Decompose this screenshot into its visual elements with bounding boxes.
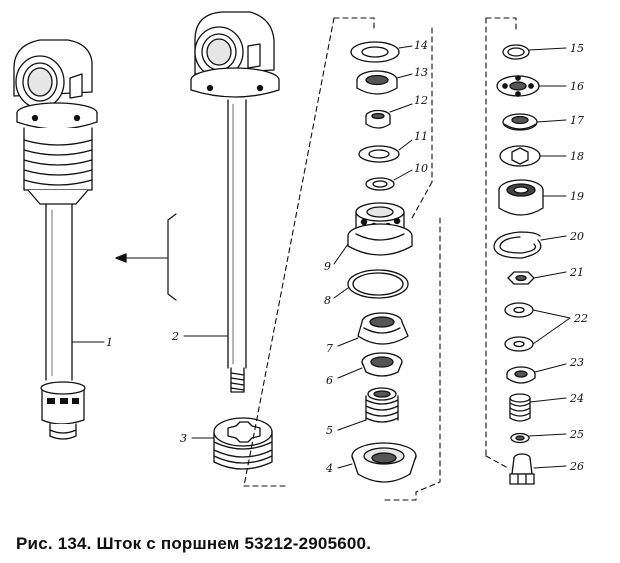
part-24-spring xyxy=(509,393,567,422)
callout-7: 7 xyxy=(326,342,333,355)
part-14-washer xyxy=(350,41,413,63)
callout-13: 13 xyxy=(414,66,428,79)
part-11-washer xyxy=(358,139,413,163)
part-26-plug xyxy=(509,453,567,485)
callout-25: 25 xyxy=(569,428,584,441)
callout-21: 21 xyxy=(569,266,584,279)
part-10-ring xyxy=(365,169,413,191)
part-6-cup xyxy=(337,352,403,379)
part-25-washer xyxy=(510,432,567,444)
callout-24: 24 xyxy=(569,392,584,405)
callout-8: 8 xyxy=(324,294,331,307)
part-20-snap-ring xyxy=(493,231,567,259)
callout-10: 10 xyxy=(414,162,428,175)
callout-11: 11 xyxy=(414,130,428,143)
callout-26: 26 xyxy=(569,460,584,473)
callout-22: 22 xyxy=(573,312,588,325)
callout-23: 23 xyxy=(569,356,584,369)
part-22-washers xyxy=(504,302,571,352)
callout-9: 9 xyxy=(324,260,331,273)
part-19-bearing xyxy=(498,179,567,216)
part-21-nut xyxy=(507,271,567,285)
callout-2: 2 xyxy=(171,330,179,343)
callout-labels: 1 2 3 4 5 6 7 8 9 10 11 12 13 14 15 16 1… xyxy=(106,39,588,475)
part-23-ring xyxy=(506,363,567,384)
part-16-valve-plate xyxy=(496,75,567,97)
part-7-seal-cup xyxy=(337,312,409,347)
part-2-rod xyxy=(183,11,280,393)
part-15-ring xyxy=(502,44,567,60)
callout-14: 14 xyxy=(414,39,428,52)
callout-20: 20 xyxy=(569,230,584,243)
callout-6: 6 xyxy=(326,374,333,387)
part-1-rod-assembly xyxy=(13,39,105,440)
part-5-spring xyxy=(337,387,399,431)
group-bracket-right xyxy=(485,17,517,469)
part-8-ring xyxy=(333,269,409,299)
part-18-valve-disc xyxy=(499,145,567,167)
callout-15: 15 xyxy=(570,42,584,55)
part-3-nut xyxy=(191,417,273,470)
group-bracket-left xyxy=(243,17,441,501)
part-17-spring-washer xyxy=(502,113,567,131)
part-9-piston xyxy=(333,202,413,265)
callout-16: 16 xyxy=(570,80,584,93)
callout-3: 3 xyxy=(180,432,187,445)
callout-18: 18 xyxy=(570,150,584,163)
exploded-parts-drawing: 1 2 3 4 5 6 7 8 9 10 11 12 13 14 15 16 1… xyxy=(13,11,588,501)
part-13-seal xyxy=(356,70,413,95)
part-12-bushing xyxy=(365,103,413,129)
part-4-housing xyxy=(337,442,417,483)
callout-19: 19 xyxy=(570,190,584,203)
callout-17: 17 xyxy=(570,114,584,127)
callout-1: 1 xyxy=(106,336,113,349)
callout-4: 4 xyxy=(325,462,333,475)
figure-caption: Рис. 134. Шток с поршнем 53212-2905600. xyxy=(16,534,372,553)
callout-12: 12 xyxy=(414,94,428,107)
assembly-arrow xyxy=(115,213,177,301)
callout-5: 5 xyxy=(326,424,333,437)
